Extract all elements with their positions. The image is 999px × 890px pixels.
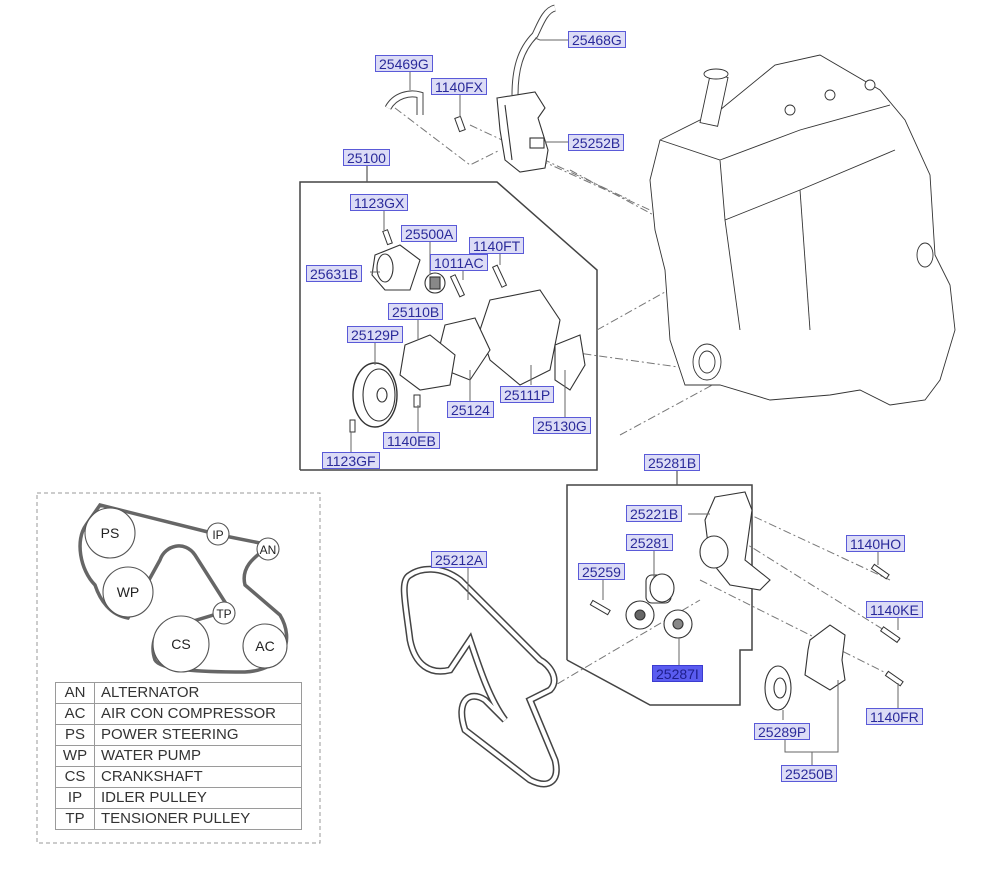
part-label-25468G[interactable]: 25468G bbox=[568, 31, 626, 48]
legend-desc: AIR CON COMPRESSOR bbox=[94, 703, 302, 725]
legend-code: PS bbox=[55, 724, 95, 746]
pulley-label-cs: CS bbox=[171, 636, 190, 652]
pulley-label-tp: TP bbox=[216, 607, 231, 621]
legend-code: WP bbox=[55, 745, 95, 767]
part-label-1011AC[interactable]: 1011AC bbox=[430, 254, 488, 271]
pulley-label-wp: WP bbox=[117, 584, 140, 600]
legend-code: AC bbox=[55, 703, 95, 725]
legend-code: IP bbox=[55, 787, 95, 809]
legend-desc: WATER PUMP bbox=[94, 745, 302, 767]
part-label-25281[interactable]: 25281 bbox=[626, 534, 673, 551]
tensioner-parts bbox=[625, 491, 846, 711]
part-label-25500A[interactable]: 25500A bbox=[401, 225, 458, 242]
legend-desc: ALTERNATOR bbox=[94, 682, 302, 704]
part-label-1140HO[interactable]: 1140HO bbox=[846, 535, 906, 552]
legend-desc: POWER STEERING bbox=[94, 724, 302, 746]
group-box-25100 bbox=[299, 181, 598, 471]
part-label-25281B[interactable]: 25281B bbox=[644, 454, 701, 471]
part-label-25221B[interactable]: 25221B bbox=[626, 505, 683, 522]
part-label-1140FR[interactable]: 1140FR bbox=[866, 708, 923, 725]
part-label-25212A[interactable]: 25212A bbox=[431, 551, 488, 568]
part-label-25129P[interactable]: 25129P bbox=[347, 326, 404, 343]
legend-code: TP bbox=[55, 808, 95, 830]
belt-routing-box bbox=[36, 492, 321, 844]
pulley-label-ip: IP bbox=[212, 528, 223, 542]
part-label-25469G[interactable]: 25469G bbox=[375, 55, 433, 72]
belt-routing-pulleys bbox=[78, 503, 289, 674]
part-label-25100[interactable]: 25100 bbox=[343, 149, 390, 166]
part-label-25124[interactable]: 25124 bbox=[447, 401, 494, 418]
pulley-label-ps: PS bbox=[101, 525, 120, 541]
part-label-25252B[interactable]: 25252B bbox=[568, 134, 625, 151]
part-label-1123GX[interactable]: 1123GX bbox=[350, 194, 409, 211]
part-label-25289P[interactable]: 25289P bbox=[754, 723, 811, 740]
part-label-1123GF[interactable]: 1123GF bbox=[322, 452, 380, 469]
water-pump-parts bbox=[352, 244, 586, 428]
drive-belt bbox=[400, 565, 560, 788]
group-box-25281B bbox=[566, 484, 753, 706]
legend-desc: CRANKSHAFT bbox=[94, 766, 302, 788]
legend-desc: TENSIONER PULLEY bbox=[94, 808, 302, 830]
coolant-outlet-part bbox=[496, 91, 549, 173]
legend-code: CS bbox=[55, 766, 95, 788]
part-label-25111P[interactable]: 25111P bbox=[500, 386, 555, 403]
legend-desc: IDLER PULLEY bbox=[94, 787, 302, 809]
part-label-25259[interactable]: 25259 bbox=[578, 563, 625, 580]
pulley-label-an: AN bbox=[260, 543, 277, 557]
pulley-label-ac: AC bbox=[255, 638, 274, 654]
part-label-1140FX[interactable]: 1140FX bbox=[431, 78, 487, 95]
legend-code: AN bbox=[55, 682, 95, 704]
part-label-25250B[interactable]: 25250B bbox=[781, 765, 838, 782]
part-label-1140EB[interactable]: 1140EB bbox=[383, 432, 440, 449]
part-label-25130G[interactable]: 25130G bbox=[533, 417, 591, 434]
part-label-1140KE[interactable]: 1140KE bbox=[866, 601, 923, 618]
part-label-1140FT[interactable]: 1140FT bbox=[469, 237, 525, 254]
part-label-25287I[interactable]: 25287I bbox=[652, 665, 703, 682]
part-label-25631B[interactable]: 25631B bbox=[306, 265, 363, 282]
part-label-25110B[interactable]: 25110B bbox=[388, 303, 444, 320]
engine-block bbox=[649, 54, 956, 406]
